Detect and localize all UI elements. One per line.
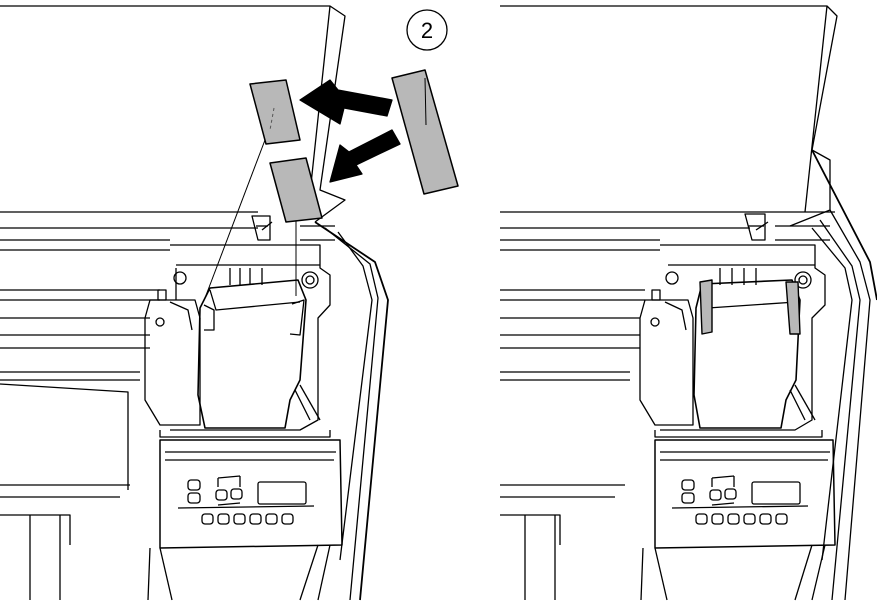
rails bbox=[500, 211, 835, 381]
carriage-tray bbox=[159, 384, 331, 438]
print-head-unit bbox=[197, 279, 307, 429]
cursor-keys bbox=[217, 475, 241, 487]
panel-key bbox=[695, 513, 708, 525]
panel-before: 2 bbox=[0, 5, 459, 601]
panel-key bbox=[187, 479, 201, 491]
panel-key bbox=[201, 513, 214, 525]
arrow-upper-icon bbox=[299, 79, 393, 125]
carriage-frame bbox=[170, 244, 331, 431]
panel-key bbox=[681, 479, 695, 491]
rail-clip bbox=[251, 215, 273, 241]
panel-key bbox=[281, 513, 294, 525]
cursor-keys bbox=[711, 475, 735, 487]
carriage-tray bbox=[654, 384, 823, 438]
cleaning-pad-lower bbox=[269, 157, 323, 223]
cleaning-pad-upper bbox=[249, 79, 301, 145]
stand-legs bbox=[0, 484, 331, 601]
machine-right-wall bbox=[811, 149, 877, 601]
panel-key bbox=[709, 489, 722, 501]
open-cover bbox=[500, 5, 838, 227]
panel-key bbox=[215, 489, 228, 501]
left-ink-tank bbox=[144, 289, 201, 426]
panel-key bbox=[233, 513, 246, 525]
panel-key bbox=[249, 513, 262, 525]
left-ink-tank bbox=[639, 289, 694, 426]
replacement-pad bbox=[391, 69, 459, 195]
panel-key bbox=[681, 492, 695, 504]
rails bbox=[0, 211, 335, 490]
callout-2: 2 bbox=[406, 9, 448, 51]
panel-key bbox=[775, 513, 788, 525]
panel-key bbox=[711, 513, 724, 525]
control-panel bbox=[654, 439, 836, 549]
display-screen bbox=[751, 481, 801, 505]
panel-divider bbox=[177, 505, 315, 509]
installed-pad-left bbox=[699, 279, 713, 335]
callout-number: 2 bbox=[421, 18, 433, 43]
installed-pad-right bbox=[785, 281, 801, 335]
stand-legs bbox=[500, 484, 826, 601]
panel-key bbox=[230, 488, 243, 500]
panel-key bbox=[265, 513, 278, 525]
panel-key bbox=[743, 513, 756, 525]
panel-key bbox=[727, 513, 740, 525]
panel-divider bbox=[671, 505, 809, 509]
panel-key bbox=[759, 513, 772, 525]
panel-key bbox=[217, 513, 230, 525]
panel-key bbox=[724, 488, 737, 500]
arrow-lower-icon bbox=[329, 129, 401, 183]
panel-key bbox=[187, 492, 201, 504]
display-screen bbox=[257, 481, 307, 505]
machine-right-wall bbox=[314, 221, 389, 601]
control-panel bbox=[159, 439, 343, 549]
carriage-frame bbox=[660, 244, 826, 431]
panel-after bbox=[500, 5, 877, 601]
rail-clip bbox=[744, 213, 769, 241]
